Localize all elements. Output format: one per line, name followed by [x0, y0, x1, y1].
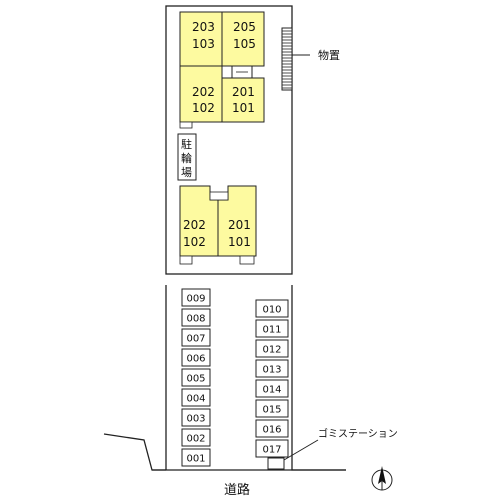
north-arrow-icon — [371, 466, 393, 491]
parking-slot — [255, 439, 289, 458]
unit-label-upper: 201 — [228, 218, 251, 232]
bicycle-parking-label: 場 — [181, 166, 192, 179]
parking-slot — [181, 368, 211, 387]
parking-slot — [255, 379, 289, 398]
parking-slot-label: 016 — [262, 425, 281, 436]
storage-label: 物置 — [318, 48, 340, 62]
parking-slot-label: 002 — [186, 434, 205, 445]
parking-slot — [181, 308, 211, 327]
unit-label-upper: 202 — [192, 85, 215, 99]
unit-label-lower: 102 — [192, 101, 215, 115]
parking-slot-label: 011 — [262, 325, 281, 336]
storage-shed: 物置 — [281, 27, 340, 91]
garbage-station: ゴミステーション — [267, 427, 398, 470]
building-lot — [165, 5, 293, 275]
parking-slot — [255, 319, 289, 338]
unit-label-upper: 202 — [183, 218, 206, 232]
parking-slot-label: 014 — [262, 385, 281, 396]
entrance-step-lower — [239, 255, 255, 265]
parking-slot — [255, 339, 289, 358]
entrance-step-upper — [179, 121, 193, 129]
parking-slot-label: 015 — [262, 405, 281, 416]
parking-slot-label: 010 — [262, 305, 281, 316]
parking-slot-label: 008 — [186, 314, 205, 325]
parking-slot — [181, 428, 211, 447]
parking-slot — [181, 288, 211, 307]
parking-slot-label: 001 — [186, 454, 205, 465]
garbage-station-label: ゴミステーション — [318, 427, 398, 440]
bicycle-parking-label: 駐 — [181, 137, 192, 151]
bicycle-parking: 駐 輪 場 — [177, 133, 197, 181]
parking-slot-label: 007 — [186, 334, 205, 345]
parking-slot — [255, 399, 289, 418]
parking-slot — [181, 448, 211, 467]
property-outline — [103, 5, 346, 471]
parking-lot-right-edge — [291, 285, 346, 471]
parking-slot — [181, 408, 211, 427]
parking-slot-label: 005 — [186, 374, 205, 385]
parking-slot-label: 003 — [186, 414, 205, 425]
unit-label-lower: 102 — [183, 235, 206, 249]
parking-slot — [181, 388, 211, 407]
road-label: 道路 — [224, 482, 250, 498]
parking-slot — [181, 328, 211, 347]
unit-label-lower: 103 — [192, 37, 215, 51]
unit-label-upper: 205 — [233, 20, 256, 34]
upper-building: 203 103 205 105 202 102 201 101 — [179, 11, 265, 129]
parking-slot — [255, 359, 289, 378]
stair-lower — [209, 191, 229, 201]
parking-slot — [181, 348, 211, 367]
unit-203-103 — [179, 11, 223, 67]
unit-label-lower: 105 — [233, 37, 256, 51]
parking-slot — [255, 419, 289, 438]
lower-building: 202 102 201 101 — [179, 185, 257, 265]
parking-slot-label: 017 — [262, 445, 281, 456]
unit-202-102 — [179, 65, 223, 123]
parking-column-left: 009 008 007 006 005 004 003 002 001 — [181, 288, 211, 467]
parking-slot-label: 004 — [186, 394, 205, 405]
parking-slot — [255, 299, 289, 318]
unit-label-upper: 201 — [232, 85, 255, 99]
bicycle-parking-label: 輪 — [181, 151, 192, 165]
parking-slot-label: 013 — [262, 365, 281, 376]
unit-label-upper: 203 — [192, 20, 215, 34]
parking-column-right: 010 011 012 013 014 015 016 017 — [255, 299, 289, 458]
parking-slot-label: 009 — [186, 294, 205, 305]
road-boundary — [103, 433, 166, 471]
parking-slot-label: 006 — [186, 354, 205, 365]
unit-label-lower: 101 — [232, 101, 255, 115]
parking-slot-label: 012 — [262, 345, 281, 356]
entrance-step-lower — [179, 255, 193, 265]
unit-label-lower: 101 — [228, 235, 251, 249]
